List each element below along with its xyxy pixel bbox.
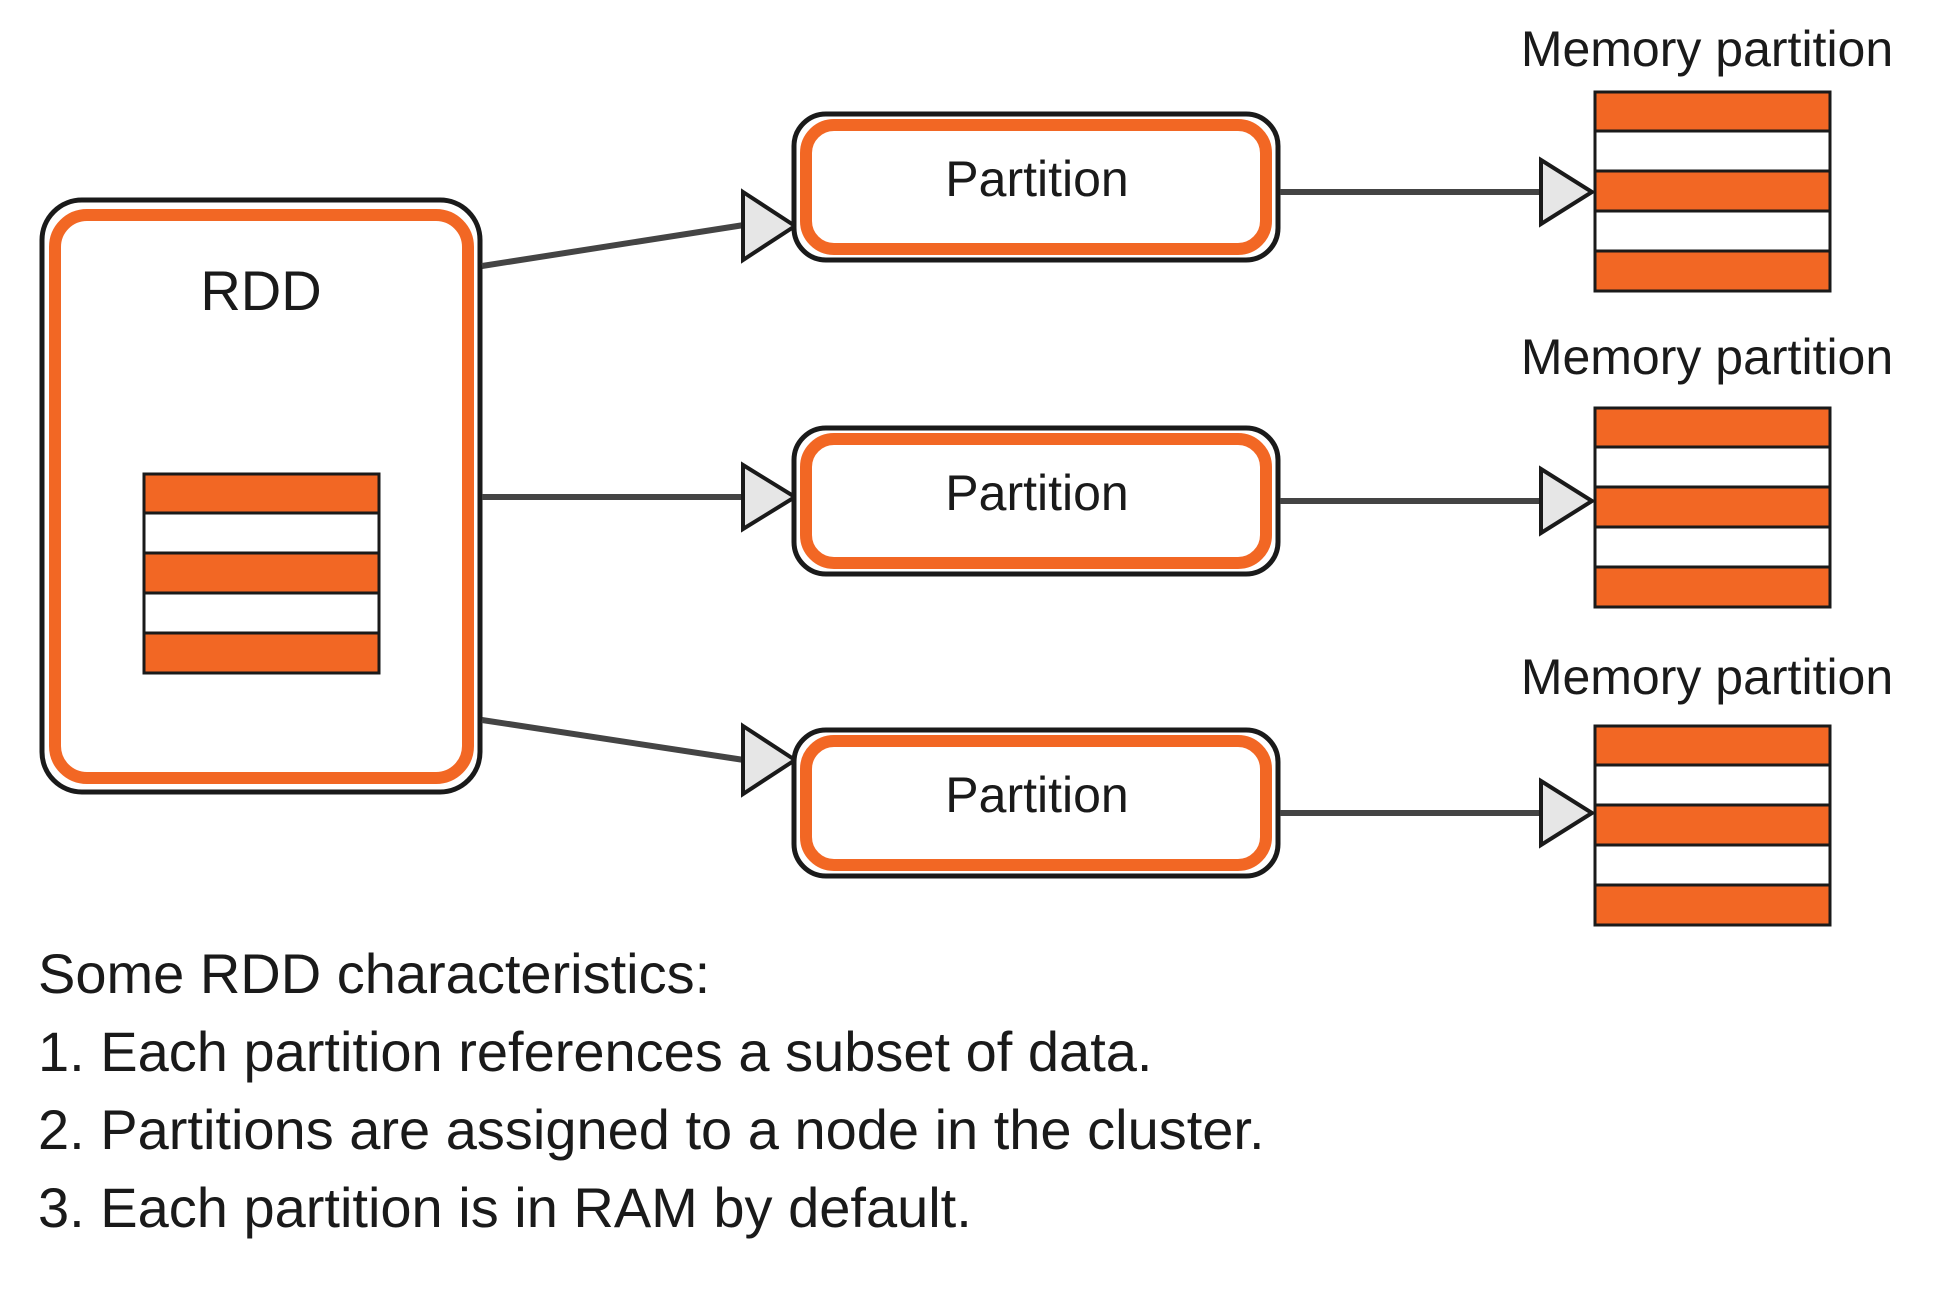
connector-line-3	[481, 717, 745, 763]
note-item-3: 3. Each partition is in RAM by default.	[38, 1176, 972, 1239]
partition-label: Partition	[945, 465, 1128, 521]
rdd-box: RDD	[39, 197, 483, 795]
arrowhead-icon	[741, 461, 799, 533]
arrowhead-icon	[1539, 777, 1596, 849]
arrowhead-icon	[741, 722, 799, 798]
arrowhead-icon	[1539, 465, 1596, 537]
memory-partition-1: Memory partition	[1521, 21, 1893, 293]
memory-partition-label: Memory partition	[1521, 21, 1893, 77]
partition-label: Partition	[945, 767, 1128, 823]
note-item-2: 2. Partitions are assigned to a node in …	[38, 1098, 1265, 1161]
arrowhead-icon	[741, 188, 799, 264]
partition-box-2: Partition	[791, 425, 1281, 577]
rdd-characteristics-notes: Some RDD characteristics: 1. Each partit…	[38, 935, 1918, 1247]
partition-box-1: Partition	[791, 111, 1281, 263]
notes-heading: Some RDD characteristics:	[38, 942, 711, 1005]
partition-label: Partition	[945, 151, 1128, 207]
arrowhead-icon	[1539, 156, 1596, 228]
rdd-to-partition-connectors	[481, 188, 799, 798]
rdd-data-stripes	[142, 472, 381, 675]
memory-partition-2: Memory partition	[1521, 329, 1893, 609]
note-item-1: 1. Each partition references a subset of…	[38, 1020, 1153, 1083]
partition-to-memory-connectors	[1280, 156, 1596, 849]
partition-box-3: Partition	[791, 727, 1281, 879]
rdd-label: RDD	[200, 259, 321, 322]
memory-partition-3: Memory partition	[1521, 649, 1893, 927]
memory-partition-label: Memory partition	[1521, 329, 1893, 385]
memory-partition-label: Memory partition	[1521, 649, 1893, 705]
connector-line-1	[481, 222, 745, 269]
